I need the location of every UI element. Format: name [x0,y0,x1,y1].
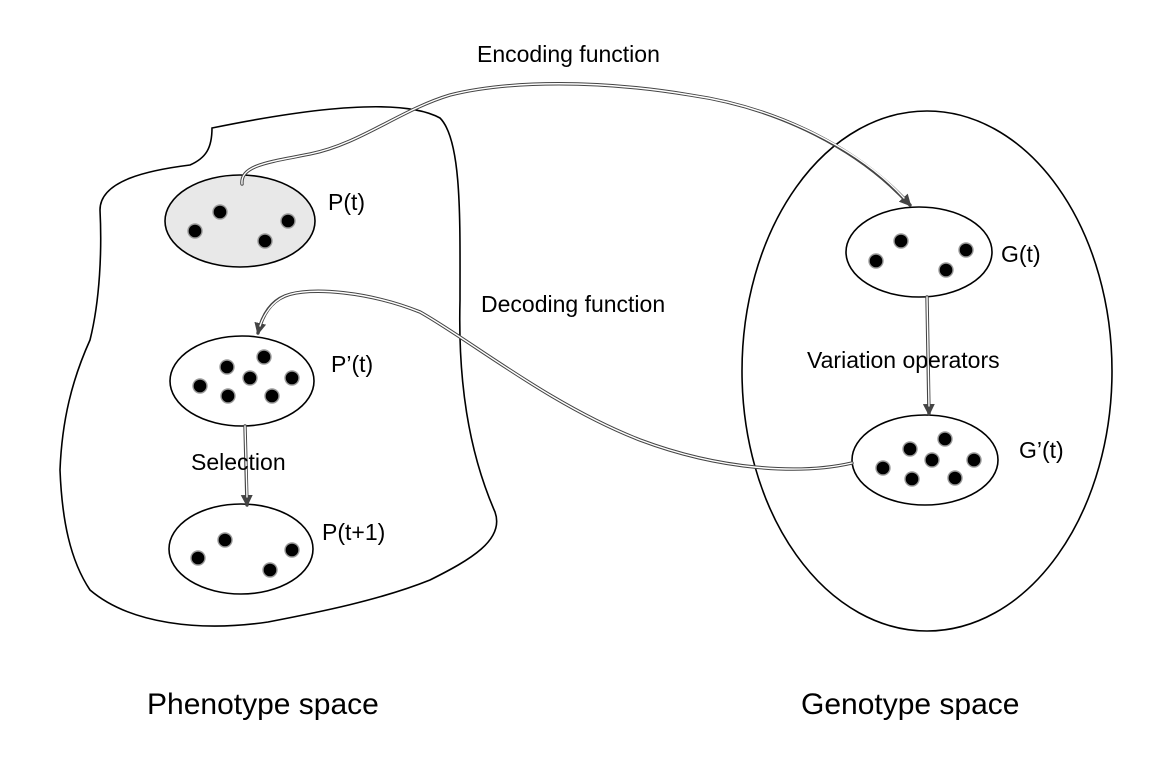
individual-dot [937,431,953,447]
individual-dot [924,452,940,468]
individual-dot [938,262,954,278]
individual-dot [284,542,300,558]
population-p-t [164,174,316,268]
individual-dot [256,349,272,365]
individual-dot [262,562,278,578]
population-g-t [845,206,993,298]
population-p-prime-t [169,335,315,427]
individual-dot [187,223,203,239]
genotype-space-label: Genotype space [801,688,1019,721]
individual-dot [242,370,258,386]
individuals-g-prime-t [875,431,982,487]
individual-dot [264,388,280,404]
individual-dot [904,471,920,487]
encoding-function-label: Encoding function [477,41,660,67]
selection-arrow [240,424,253,507]
individual-dot [190,550,206,566]
p-t-plus-1-label: P(t+1) [322,519,385,545]
individual-dot [212,204,228,220]
g-prime-t-label: G’(t) [1019,437,1064,463]
individual-dot [966,452,982,468]
individual-dot [217,532,233,548]
selection-label: Selection [191,449,286,475]
individual-dot [220,388,236,404]
variation-arrow [922,295,935,416]
individual-dot [902,441,918,457]
individuals-g-t [868,233,974,278]
individual-dot [868,253,884,269]
individual-dot [947,470,963,486]
phenotype-space-label: Phenotype space [147,688,379,721]
individual-dot [192,378,208,394]
individual-dot [280,213,296,229]
individual-dot [219,359,235,375]
g-t-label: G(t) [1001,241,1041,267]
individuals-p-t-plus-1 [190,532,300,578]
individual-dot [893,233,909,249]
decoding-arrow [254,289,854,471]
individual-dot [875,460,891,476]
individual-dot [284,370,300,386]
p-t-label: P(t) [328,189,365,215]
encoding-arrow [240,82,912,207]
individuals-p-prime-t [192,349,300,404]
decoding-function-label: Decoding function [481,291,665,317]
individual-dot [257,233,273,249]
individual-dot [958,242,974,258]
genotype-space-boundary [741,110,1113,632]
p-prime-t-label: P’(t) [331,351,373,377]
phenotype-space-boundary [59,105,498,627]
variation-operators-label: Variation operators [807,347,1000,373]
individuals-p-t [187,204,296,249]
